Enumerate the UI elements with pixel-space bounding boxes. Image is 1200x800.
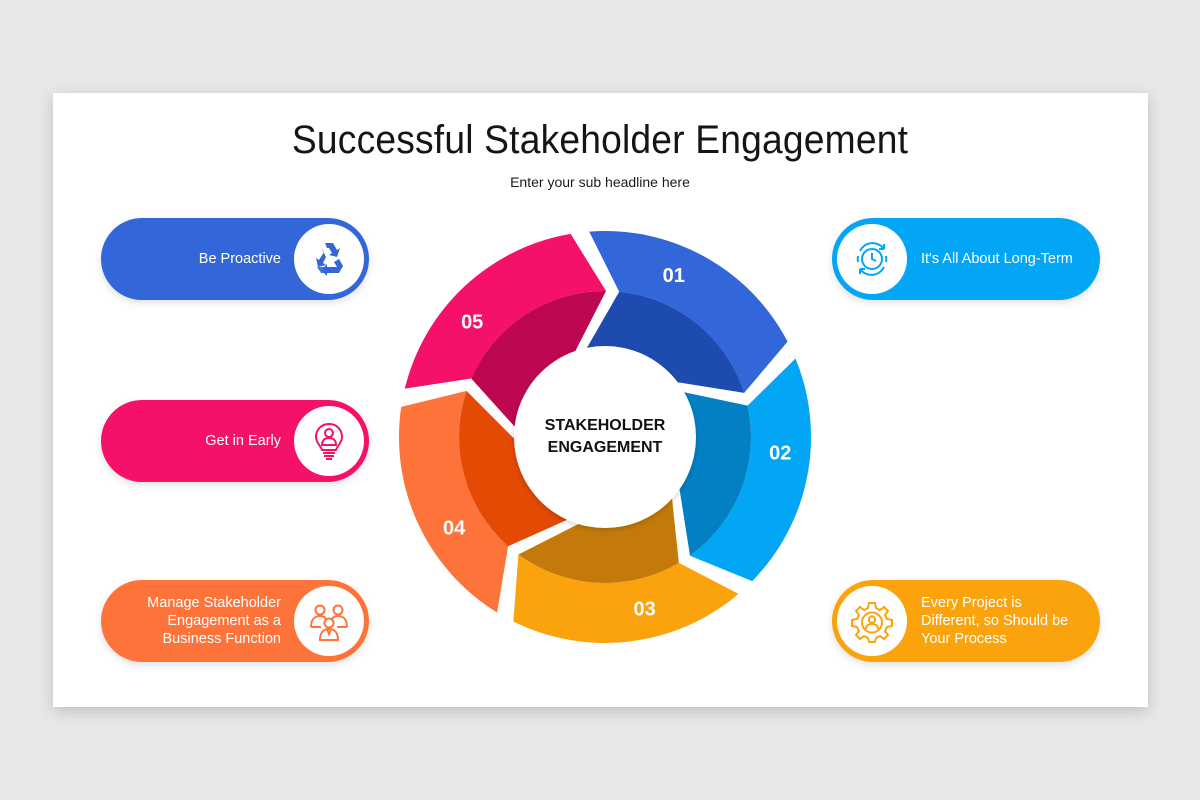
segment-04-outer [398, 390, 509, 613]
segment-number-03: 03 [633, 599, 655, 621]
center-label-line: STAKEHOLDER [544, 417, 666, 434]
segment-number-02: 02 [769, 442, 791, 464]
center-label-line: ENGAGEMENT [547, 439, 663, 456]
card-every-project: Every Project is Different, so Should be… [832, 580, 1100, 662]
card-label: Manage Stakeholder Engagement as a Busin… [147, 594, 281, 648]
segment-01-inner [582, 291, 745, 393]
card-label: Every Project is Different, so Should be… [921, 594, 1068, 648]
wheel-center-label: STAKEHOLDER ENGAGEMENT [515, 347, 695, 527]
card-label-line: Manage Stakeholder [147, 595, 281, 611]
center-circle [514, 346, 696, 528]
card-label-line: Every Project is [921, 595, 1022, 611]
segment-number-05: 05 [461, 312, 483, 334]
segment-number-01: 01 [663, 265, 685, 287]
recycle-icon [294, 224, 364, 294]
card-long-term: It's All About Long-Term [832, 218, 1100, 300]
segment-05-outer [404, 233, 606, 389]
segment-01-outer [589, 230, 788, 393]
page-subtitle: Enter your sub headline here [510, 174, 690, 190]
lightbulb-person-icon [294, 406, 364, 476]
card-get-in-early: Get in Early [101, 400, 369, 482]
gear-person-icon [837, 586, 907, 656]
card-label-line: Business Function [162, 631, 281, 647]
clock-cycle-icon [837, 224, 907, 294]
team-icon [294, 586, 364, 656]
card-label: Get in Early [205, 433, 281, 449]
segment-04-inner [459, 390, 576, 547]
card-label-line: Your Process [921, 631, 1007, 647]
page-title: Successful Stakeholder Engagement [291, 118, 909, 162]
card-label-line: Engagement as a [167, 613, 281, 629]
card-label-line: Different, so Should be [921, 613, 1069, 629]
card-be-proactive: Be Proactive [101, 218, 369, 300]
card-label: Be Proactive [198, 251, 281, 267]
segment-03-inner [518, 488, 679, 583]
card-manage-stakeholder: Manage Stakeholder Engagement as a Busin… [101, 580, 369, 662]
segment-number-04: 04 [443, 518, 466, 540]
segment-02-outer [690, 358, 812, 582]
segment-03-outer [513, 554, 739, 643]
segment-05-inner [471, 290, 606, 434]
card-label: It's All About Long-Term [921, 251, 1073, 267]
